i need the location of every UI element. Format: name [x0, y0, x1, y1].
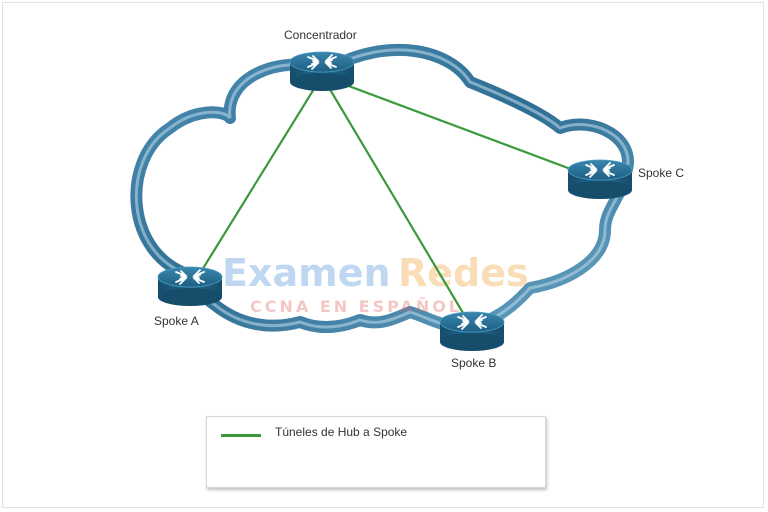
router-hub[interactable] — [289, 51, 355, 91]
router-spoke-a[interactable] — [157, 266, 223, 306]
watermark-examen: Examen — [222, 251, 391, 295]
tunnel-hub-spoke-a — [193, 75, 323, 284]
label-spoke-a: Spoke A — [154, 314, 199, 328]
watermark: Examen Redes CCNA EN ESPAÑOL — [222, 251, 529, 316]
router-spoke-c[interactable] — [567, 159, 633, 199]
tunnel-hub-spoke-c — [321, 74, 601, 182]
watermark-subtitle: CCNA EN ESPAÑOL — [250, 297, 462, 316]
watermark-redes: Redes — [398, 251, 529, 295]
router-spoke-b[interactable] — [439, 311, 505, 351]
router-arrows-icon — [457, 314, 487, 330]
legend-tunnel-label: Túneles de Hub a Spoke — [275, 425, 408, 439]
router-arrows-icon — [585, 162, 615, 178]
router-arrows-icon — [307, 54, 337, 70]
label-hub: Concentrador — [284, 28, 357, 42]
router-arrows-icon — [175, 269, 205, 285]
legend-box: Túneles de Hub a Spoke — [206, 416, 546, 488]
tunnel-hub-spoke-b — [321, 75, 473, 329]
legend-tunnel-swatch — [221, 434, 261, 437]
label-spoke-c: Spoke C — [638, 166, 684, 180]
label-spoke-b: Spoke B — [451, 356, 496, 370]
tunnels — [193, 74, 601, 329]
